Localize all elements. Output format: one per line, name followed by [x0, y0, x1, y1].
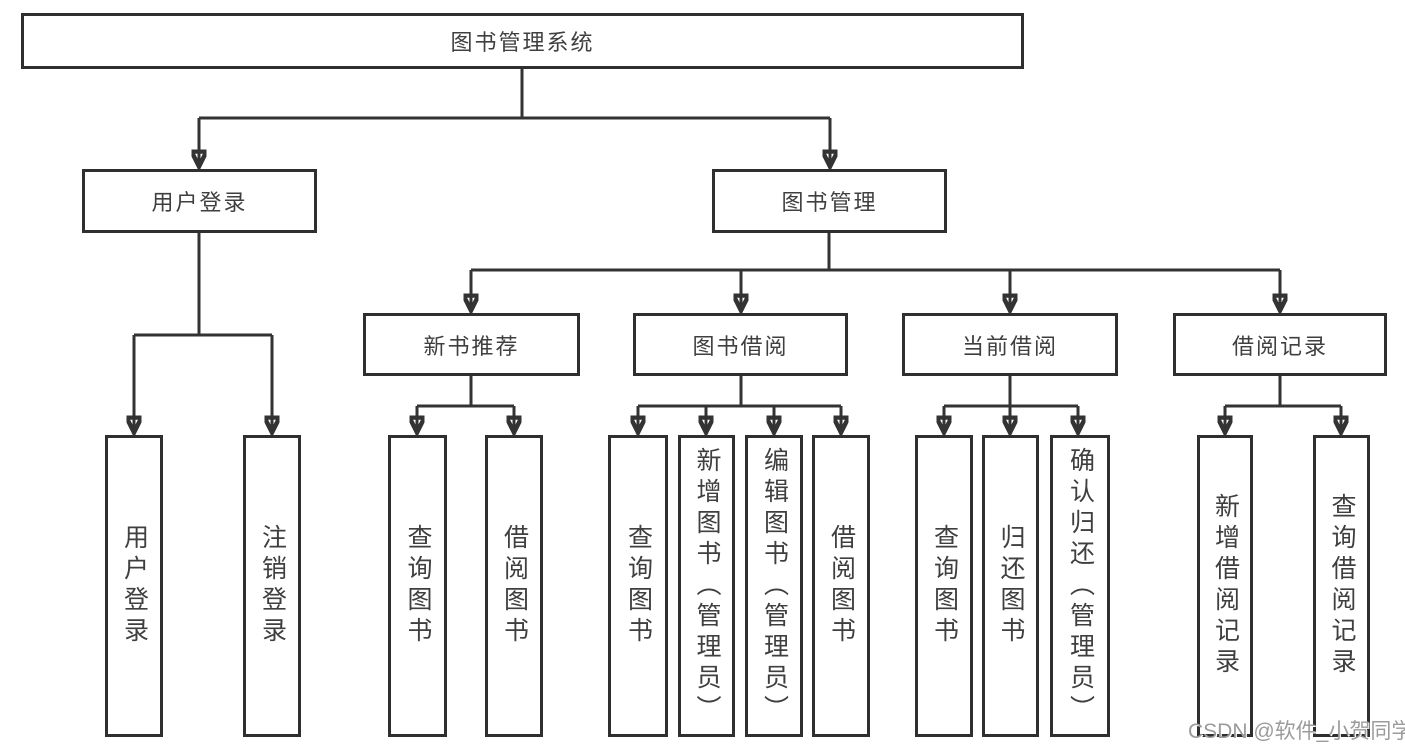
- node-user-login: 用户登录: [82, 169, 317, 233]
- wire-current-borrow-trunk: [944, 376, 1078, 408]
- leaf-nr-borrow-books-label: 借阅图书: [500, 524, 529, 648]
- wire-book-borrow-trunk: [638, 376, 841, 408]
- node-book-mgmt: 图书管理: [712, 169, 947, 233]
- leaf-bb-borrow-books-label: 借阅图书: [827, 524, 856, 648]
- leaf-bb-query-books: 查询图书: [608, 435, 668, 737]
- leaf-nr-query-books: 查询图书: [388, 435, 447, 737]
- leaf-cb-confirm-return-label: 确认归还（管理员）: [1066, 446, 1095, 726]
- leaf-br-query-record: 查询借阅记录: [1313, 435, 1370, 737]
- leaf-cb-query-books: 查询图书: [915, 435, 973, 737]
- leaf-nr-borrow-books: 借阅图书: [485, 435, 543, 737]
- wire-borrow-records-trunk: [1225, 376, 1341, 408]
- leaf-user-login: 用户登录: [105, 435, 163, 737]
- leaf-cb-return-books: 归还图书: [982, 435, 1039, 737]
- leaf-bb-add-books-label: 新增图书（管理员）: [693, 446, 721, 726]
- leaf-bb-add-books: 新增图书（管理员）: [678, 435, 735, 737]
- leaf-br-add-record: 新增借阅记录: [1197, 435, 1253, 737]
- leaf-nr-query-books-label: 查询图书: [404, 524, 432, 648]
- leaf-bb-borrow-books: 借阅图书: [812, 435, 870, 737]
- wire-root-trunk: [199, 69, 830, 120]
- leaf-br-query-record-label: 查询借阅记录: [1328, 493, 1356, 679]
- leaf-cb-return-books-label: 归还图书: [997, 524, 1025, 648]
- leaf-cb-query-books-label: 查询图书: [930, 524, 959, 648]
- node-borrow-records-label: 借阅记录: [1231, 333, 1328, 359]
- leaf-br-add-record-label: 新增借阅记录: [1211, 493, 1240, 679]
- node-new-recommend-label: 新书推荐: [423, 333, 520, 359]
- leaf-cb-confirm-return: 确认归还（管理员）: [1050, 435, 1110, 737]
- wire-new-recommend-trunk: [417, 376, 514, 408]
- leaf-bb-edit-books: 编辑图书（管理员）: [745, 435, 803, 737]
- leaf-bb-edit-books-label: 编辑图书（管理员）: [760, 446, 789, 726]
- node-current-borrow: 当前借阅: [902, 313, 1118, 376]
- node-user-login-label: 用户登录: [151, 190, 248, 215]
- node-library-system: 图书管理系统: [21, 13, 1024, 69]
- node-book-borrow-label: 图书借阅: [692, 333, 789, 359]
- wire-user-login-trunk: [134, 233, 272, 337]
- node-book-borrow: 图书借阅: [633, 313, 848, 376]
- node-library-system-label: 图书管理系统: [450, 30, 595, 55]
- leaf-logout-label: 注销登录: [258, 524, 287, 648]
- wire-book-mgmt-trunk: [471, 233, 1280, 272]
- leaf-logout: 注销登录: [243, 435, 301, 737]
- node-book-mgmt-label: 图书管理: [781, 190, 878, 215]
- watermark: CSDN @软件_小贺同学: [1188, 720, 1405, 743]
- node-current-borrow-label: 当前借阅: [961, 333, 1058, 359]
- leaf-bb-query-books-label: 查询图书: [624, 524, 653, 648]
- node-borrow-records: 借阅记录: [1173, 313, 1387, 376]
- node-new-recommend: 新书推荐: [363, 313, 580, 376]
- leaf-user-login-label: 用户登录: [120, 524, 149, 648]
